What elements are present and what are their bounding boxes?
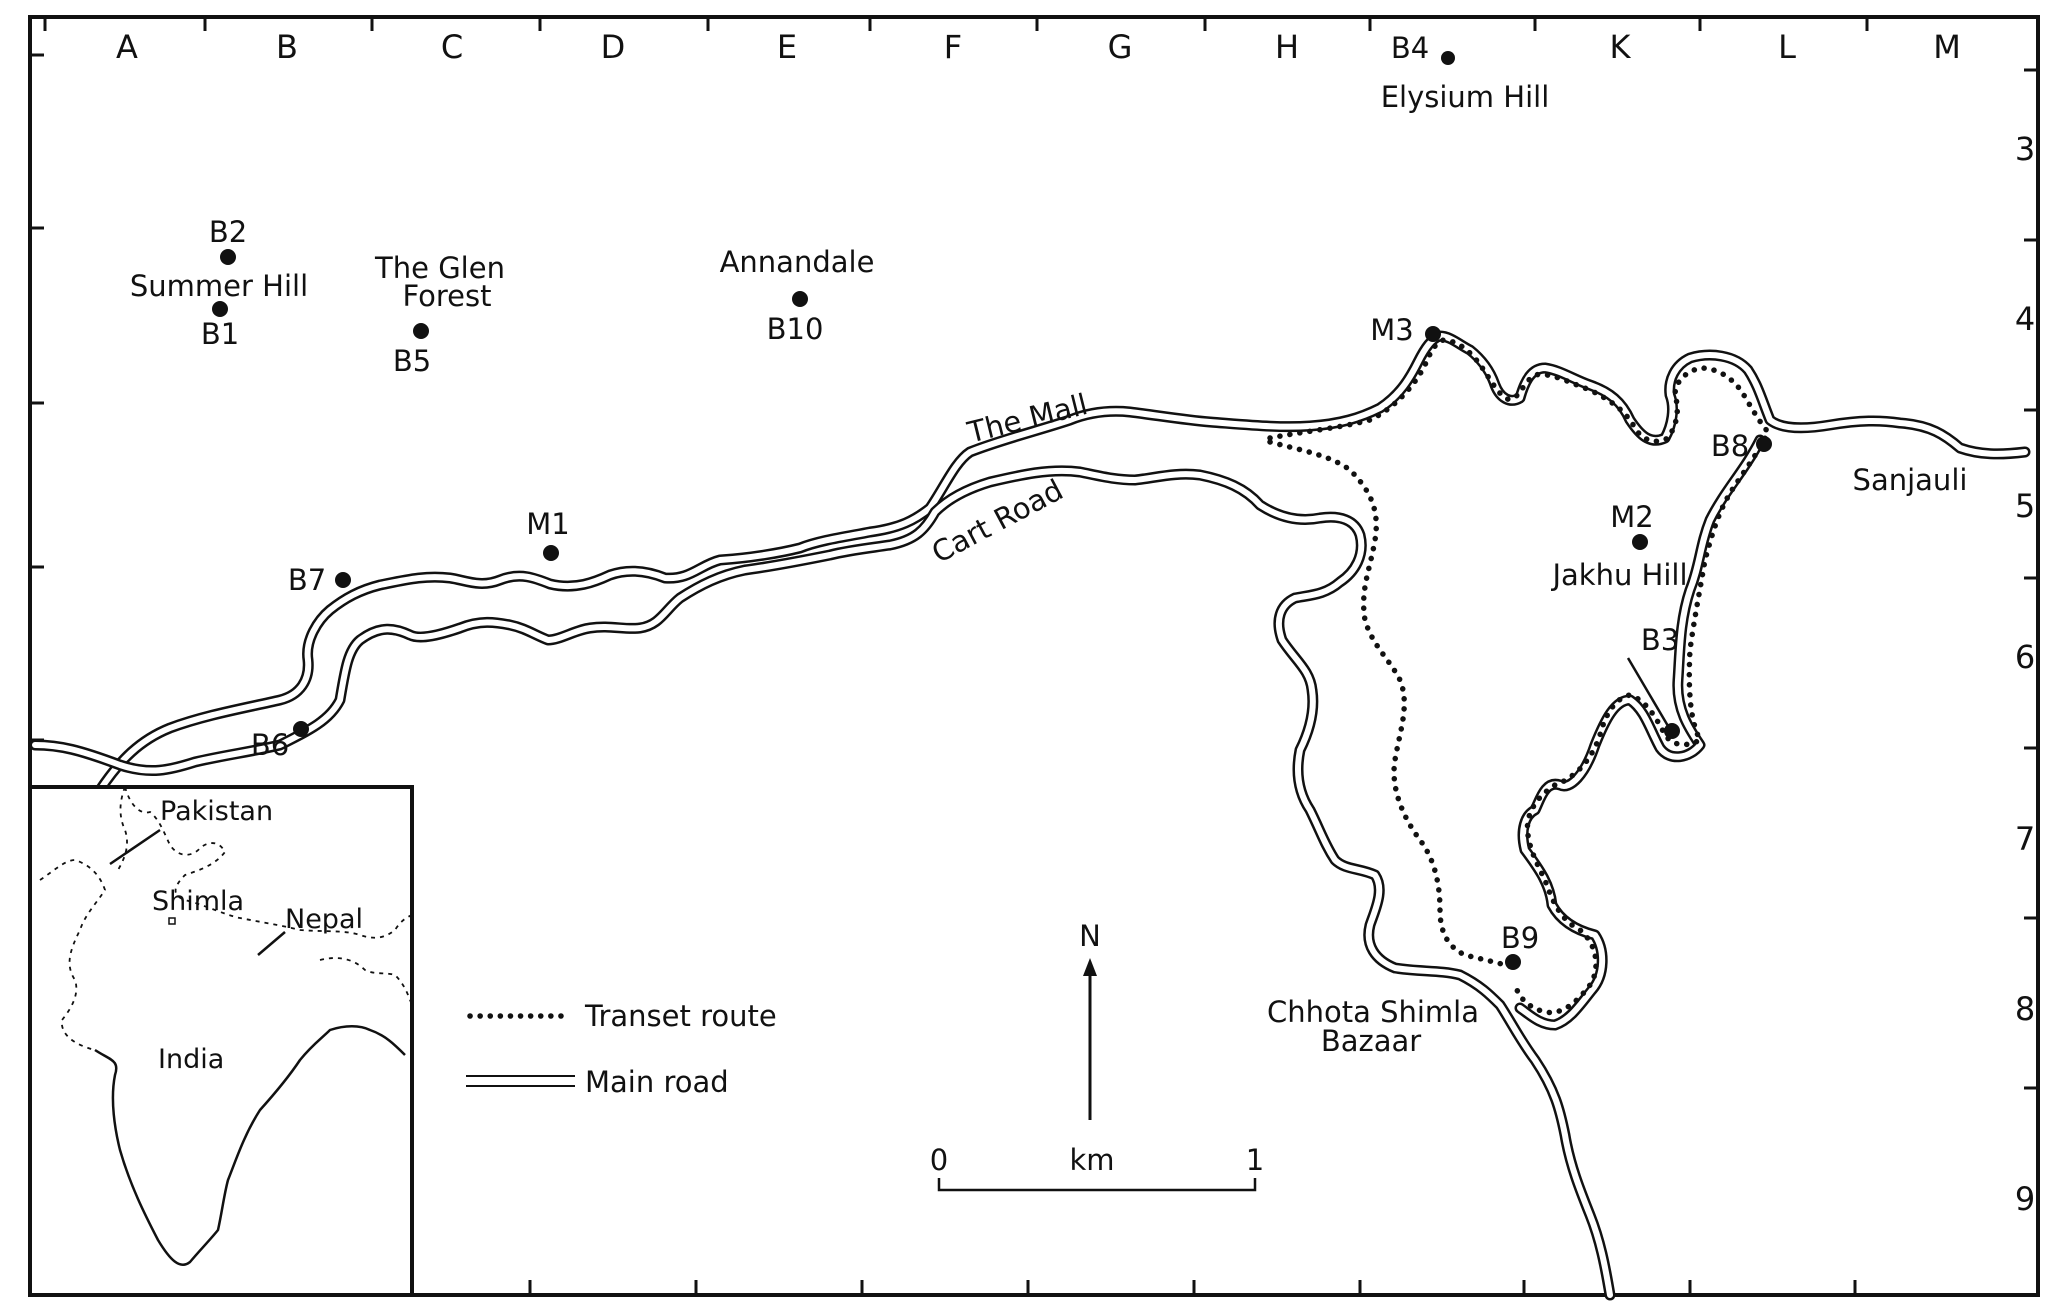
transect-upper: [1267, 337, 1772, 1016]
col-label-h: H: [1275, 28, 1299, 66]
place-forest: Forest: [403, 279, 492, 313]
inset-label-pakistan: Pakistan: [160, 796, 273, 827]
inset-label-shimla: Shimla: [152, 886, 244, 917]
map-frame: [28, 15, 2040, 1297]
site-pointer-b3: [1626, 657, 1670, 727]
site-label-b5: B5: [393, 344, 431, 378]
north-label: N: [1079, 919, 1101, 953]
inset-pointer-nepal: [257, 931, 286, 956]
site-marker-b10: [792, 291, 808, 307]
row-label-6: 6: [2015, 638, 2035, 676]
row-label-3: 3: [2015, 130, 2035, 168]
col-label-a: A: [116, 28, 138, 66]
site-label-b4: B4: [1391, 31, 1429, 65]
inset-border-east: [319, 957, 413, 1006]
legend: Transet route Main road: [466, 999, 777, 1099]
row-label-7: 7: [2015, 820, 2035, 858]
scale-label-end: 1: [1246, 1143, 1264, 1177]
transect-route: [1267, 337, 1772, 1016]
inset-pointer-pakistan: [109, 828, 161, 866]
site-marker-b6: [293, 721, 309, 737]
inset-label-nepal: Nepal: [285, 904, 363, 935]
site-label-m2: M2: [1610, 500, 1653, 534]
inset-border-north: [124, 786, 413, 939]
north-arrow: N: [1079, 919, 1101, 1120]
site-marker-b7: [335, 572, 351, 588]
site-label-b7: B7: [288, 563, 326, 597]
scale-label-start: 0: [930, 1143, 948, 1177]
site-markers: [212, 249, 1772, 970]
place-elysium-hill: Elysium Hill: [1381, 80, 1550, 114]
inset-map: Pakistan Shimla Nepal India: [28, 785, 414, 1297]
site-label-b3: B3: [1641, 623, 1679, 657]
site-label-b2: B2: [209, 215, 247, 249]
row-label-4: 4: [2015, 300, 2035, 338]
col-label-e: E: [777, 28, 797, 66]
col-label-b: B: [276, 28, 298, 66]
site-label-b8: B8: [1711, 429, 1749, 463]
legend-transect-label: Transet route: [584, 999, 777, 1033]
site-marker-b8: [1756, 436, 1772, 452]
main-roads: [29, 330, 2031, 1301]
scale-bar: 0 km 1: [930, 1143, 1264, 1192]
col-label-l: L: [1778, 28, 1796, 66]
row-label-8: 8: [2015, 990, 2035, 1028]
place-chhota-shimla: Chhota Shimla: [1267, 995, 1479, 1029]
north-arrow-head-icon: [1083, 958, 1097, 976]
site-label-b9: B9: [1501, 921, 1539, 955]
inset-border-northwest: [117, 786, 128, 871]
legend-road-label: Main road: [585, 1065, 729, 1099]
row-label-5: 5: [2015, 487, 2035, 525]
col-label-d: D: [601, 28, 626, 66]
inset-label-india: India: [158, 1044, 224, 1075]
col-label-m: M: [1933, 28, 1961, 66]
place-jakhu-hill: Jakhu Hill: [1550, 558, 1687, 592]
site-marker-b3: [1664, 723, 1680, 739]
col-label-f: F: [944, 28, 962, 66]
site-marker-m3: [1425, 326, 1441, 342]
scale-label-unit: km: [1069, 1143, 1114, 1177]
col-label-g: G: [1108, 28, 1133, 66]
top-ticks: [43, 17, 1869, 31]
place-bazaar: Bazaar: [1321, 1024, 1421, 1058]
site-marker-b5: [413, 323, 429, 339]
site-label-b1: B1: [201, 317, 239, 351]
left-ticks: [30, 53, 44, 742]
place-summer-hill: Summer Hill: [130, 269, 308, 303]
site-marker-b4: [1441, 51, 1455, 65]
site-marker-m2: [1632, 534, 1648, 550]
inset-india-coast: [94, 1025, 406, 1266]
place-annandale: Annandale: [720, 245, 875, 279]
place-sanjauli: Sanjauli: [1853, 463, 1968, 497]
site-label-b10: B10: [767, 312, 824, 346]
col-label-k: K: [1610, 28, 1632, 66]
site-label-m1: M1: [526, 507, 569, 541]
place-the-glen: The Glen: [374, 251, 505, 285]
scale-bar-line: [937, 1178, 1257, 1192]
site-marker-b2: [220, 249, 236, 265]
site-marker-b9: [1505, 954, 1521, 970]
road-label-the-mall: The Mall: [963, 387, 1091, 450]
site-label-m3: M3: [1370, 313, 1413, 347]
right-ticks: [2024, 68, 2038, 1090]
site-marker-m1: [543, 545, 559, 561]
site-marker-b1: [212, 301, 228, 317]
row-label-9: 9: [2015, 1180, 2035, 1218]
col-label-c: C: [441, 28, 463, 66]
site-label-b6: B6: [251, 728, 289, 762]
inset-shimla-marker: [168, 917, 176, 925]
